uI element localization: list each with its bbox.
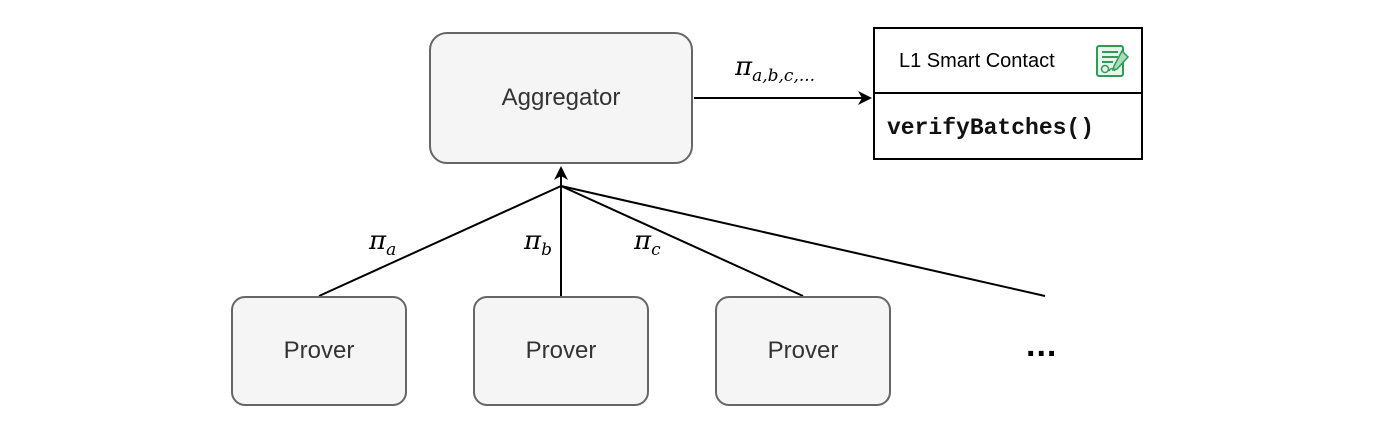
edge-label-symbol: π bbox=[369, 226, 387, 256]
edge-label-aggregate-proof: πa,b,c,... bbox=[735, 52, 815, 86]
edge-prover-a-to-aggregator bbox=[318, 185, 562, 297]
l1-smart-contract-node: L1 Smart Contact verifyBatches() bbox=[873, 27, 1143, 160]
prover-node-a: Prover bbox=[231, 296, 407, 406]
edge-label-symbol: π bbox=[524, 226, 542, 256]
prover-label: Prover bbox=[283, 337, 355, 364]
edge-label-subscript: a,b,c,... bbox=[752, 66, 816, 86]
prover-node-c: Prover bbox=[715, 296, 891, 406]
prover-node-b: Prover bbox=[473, 296, 649, 406]
edge-label-proof-a: πa bbox=[369, 226, 396, 260]
aggregator-label: Aggregator bbox=[501, 84, 621, 111]
edge-prover-c-to-aggregator bbox=[560, 185, 804, 297]
aggregator-node: Aggregator bbox=[429, 32, 693, 164]
prover-label: Prover bbox=[767, 337, 839, 364]
edge-label-symbol: π bbox=[735, 52, 753, 82]
edge-label-proof-c: πc bbox=[634, 226, 661, 260]
edge-label-subscript: a bbox=[386, 240, 397, 260]
more-provers-ellipsis: ... bbox=[1026, 326, 1058, 364]
signed-certificate-icon bbox=[1096, 45, 1130, 77]
contract-title: L1 Smart Contact bbox=[899, 50, 1055, 72]
prover-label: Prover bbox=[525, 337, 597, 364]
edge-more-provers-to-aggregator bbox=[560, 185, 1046, 297]
contract-method: verifyBatches() bbox=[887, 115, 1095, 141]
edge-label-proof-b: πb bbox=[524, 226, 552, 260]
edge-label-subscript: b bbox=[541, 240, 552, 260]
edge-label-subscript: c bbox=[651, 240, 661, 260]
edge-label-symbol: π bbox=[634, 226, 652, 256]
contract-header: L1 Smart Contact bbox=[875, 29, 1141, 94]
